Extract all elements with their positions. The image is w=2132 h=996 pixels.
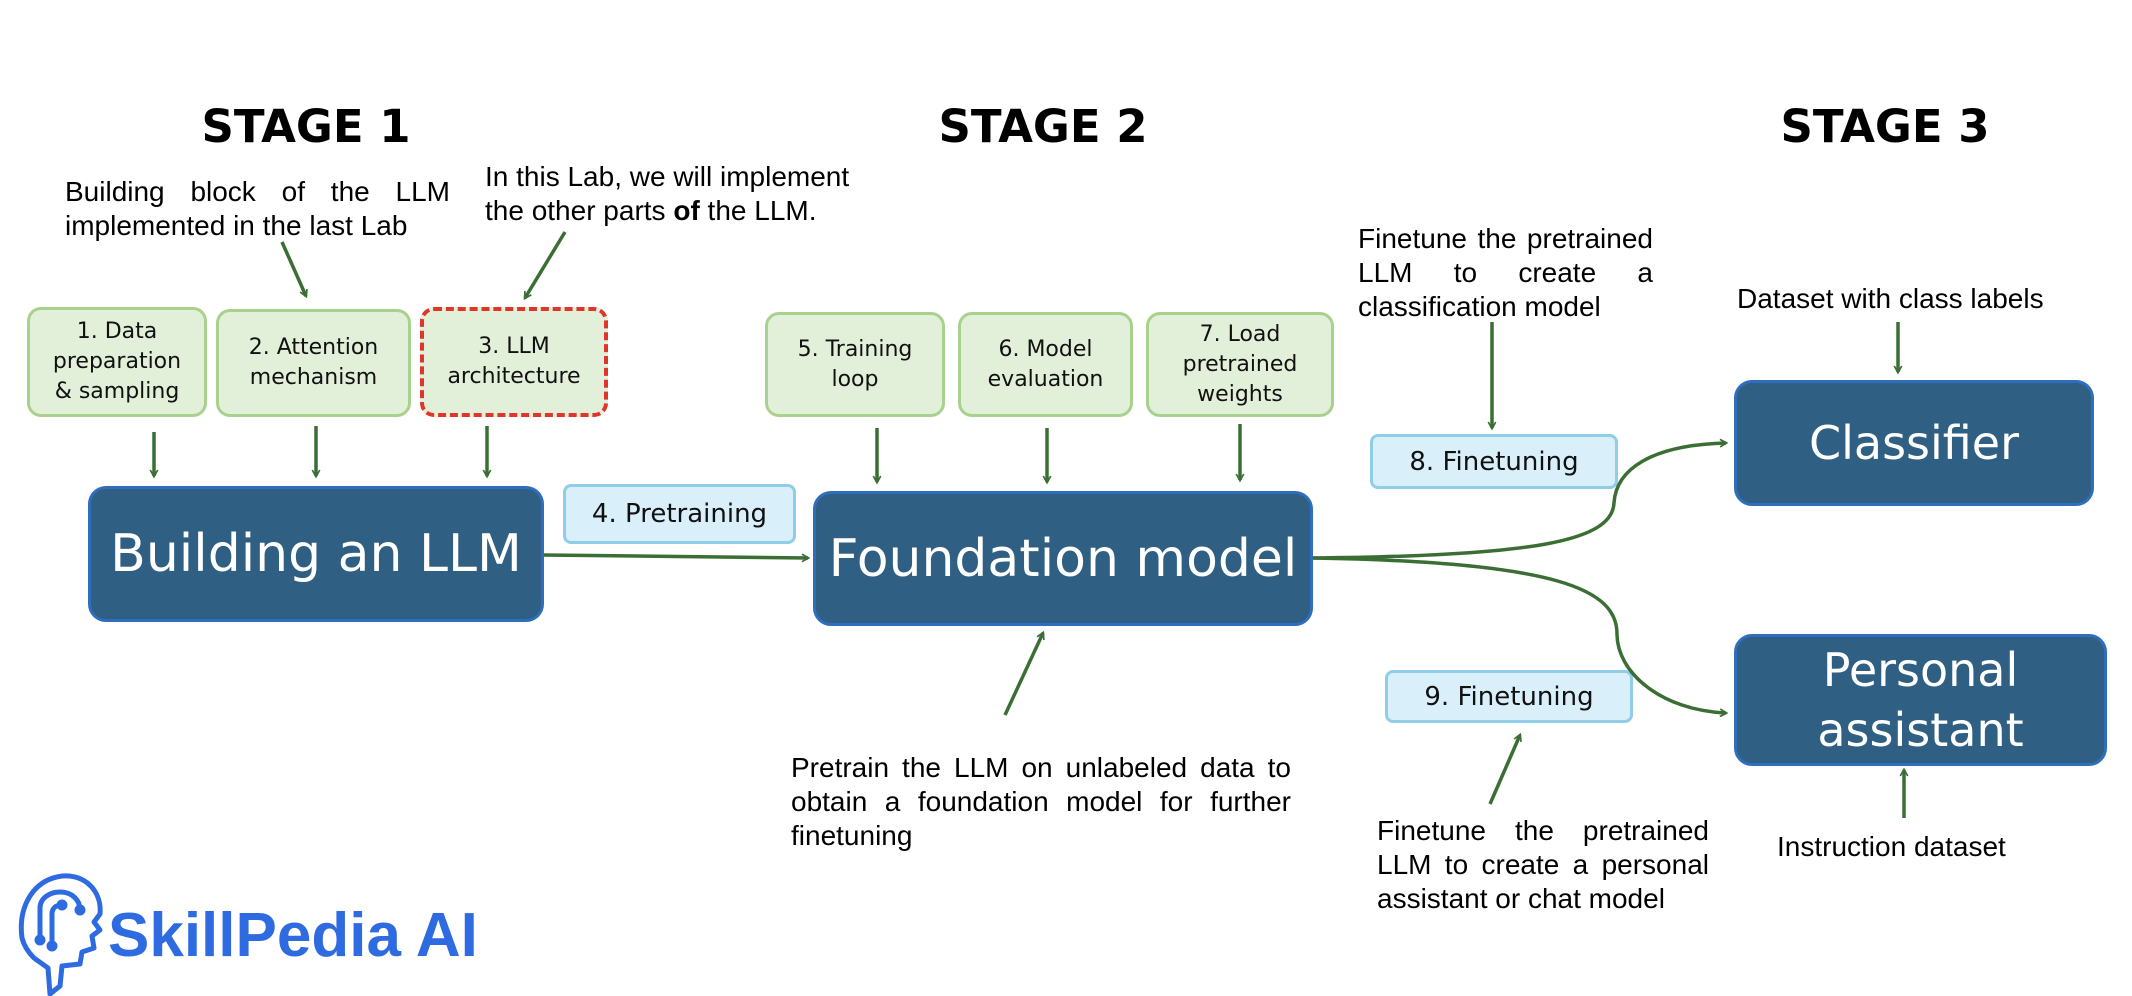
step-4-pretraining: 4. Pretraining <box>563 484 796 544</box>
personal-assistant-box: Personal assistant <box>1734 634 2107 766</box>
stage-3-title: STAGE 3 <box>1780 100 1990 153</box>
step-5-training-loop: 5. Training loop <box>765 312 945 417</box>
arrow-foundation-to-classifier <box>1312 443 1726 560</box>
note-this-lab: In this Lab, we will implement the other… <box>485 161 850 226</box>
helmet-circuit-icon <box>18 873 103 996</box>
arrow-building-to-foundation <box>543 553 808 558</box>
logo-text: SkillPedia AI <box>108 901 478 970</box>
note-pretrain: Pretrain the LLM on unlabeled data to ob… <box>791 752 1291 851</box>
step-6-model-evaluation: 6. Model evaluation <box>958 312 1133 417</box>
foundation-model-box: Foundation model <box>813 491 1313 626</box>
step-2-attention-mechanism: 2. Attention mechanism <box>216 309 411 417</box>
step-1-data-preparation: 1. Data preparation & sampling <box>27 307 207 417</box>
note-finetune-classification: Finetune the pretrained LLM to create a … <box>1358 223 1653 322</box>
arrow-note-to-architecture <box>523 231 567 298</box>
note-finetune-assistant: Finetune the pretrained LLM to create a … <box>1377 815 1709 914</box>
step-7-load-pretrained-weights: 7. Load pretrained weights <box>1146 312 1334 417</box>
note-dataset-class-labels: Dataset with class labels <box>1737 283 2044 314</box>
step-3-llm-architecture: 3. LLM architecture <box>420 307 608 417</box>
arrow-foundation-to-assistant <box>1312 556 1726 713</box>
stage-1-title: STAGE 1 <box>201 100 411 153</box>
stage-2-title: STAGE 2 <box>938 100 1148 153</box>
step-8-finetuning: 8. Finetuning <box>1370 434 1618 489</box>
arrow-assistant-note-up <box>1488 735 1520 805</box>
note-building-block: Building block of the LLM implemented in… <box>65 176 450 241</box>
step-9-finetuning: 9. Finetuning <box>1385 670 1633 723</box>
note-instruction-dataset: Instruction dataset <box>1777 831 2006 862</box>
building-an-llm-box: Building an LLM <box>88 486 544 622</box>
arrow-note-to-attention <box>280 241 306 296</box>
arrow-pretrain-note-up <box>1003 633 1043 716</box>
classifier-box: Classifier <box>1734 380 2094 506</box>
